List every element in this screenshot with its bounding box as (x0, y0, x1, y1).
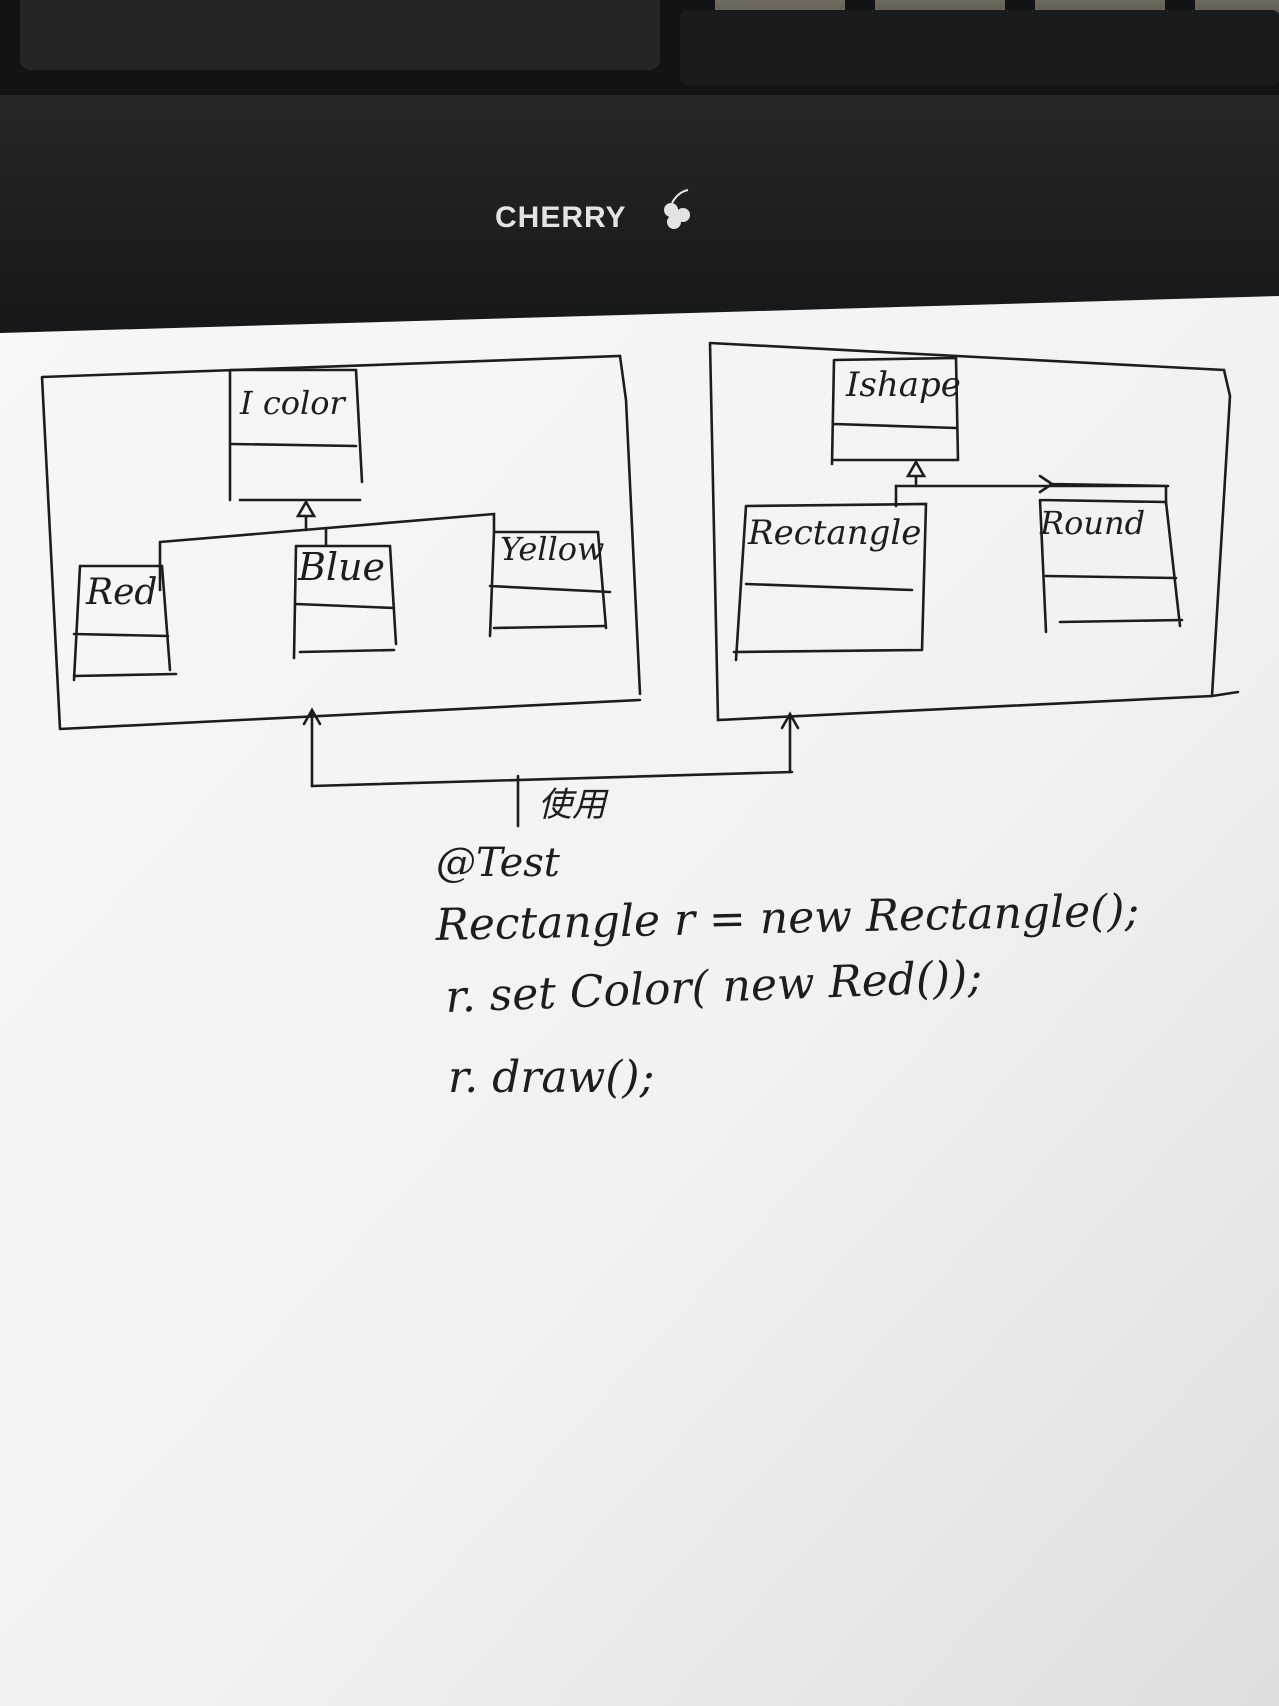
rectangle-label: Rectangle (747, 513, 921, 553)
round-label: Round (1039, 504, 1145, 542)
keycap-row (20, 0, 1279, 85)
red-label: Red (85, 572, 157, 613)
round-class-box (1038, 498, 1184, 634)
cherry-icon (664, 189, 690, 229)
left-group-border (40, 354, 642, 731)
paper-sheet (0, 296, 1279, 1706)
blue-class-box (292, 544, 398, 660)
brand-logo-text: CHERRY (495, 201, 627, 234)
icolor-label: I color (239, 384, 347, 422)
blue-label: Blue (297, 545, 385, 589)
diagram-labels: I color Red Blue Yellow Ishape Rectangle… (85, 365, 1145, 825)
icolor-class-box (228, 368, 364, 502)
usage-connector (310, 770, 794, 828)
usage-relation-label: 使用 (538, 785, 609, 825)
ishape-class-box (830, 356, 960, 466)
left-usage-arrow (302, 707, 322, 788)
inheritance-bus-line (894, 474, 1170, 508)
red-class-box (72, 564, 178, 682)
rectangle-class-box (732, 502, 928, 662)
shape-hierarchy-group (708, 341, 1240, 774)
code-line: r. draw(); (448, 1052, 654, 1103)
right-usage-arrow (780, 711, 800, 774)
yellow-class-box (488, 530, 612, 638)
yellow-label: Yellow (500, 530, 604, 568)
code-line: @Test (436, 840, 561, 886)
ishape-label: Ishape (845, 365, 961, 405)
inheritance-arrowhead (905, 459, 927, 488)
inheritance-arrowhead (295, 499, 317, 532)
right-group-border (708, 341, 1240, 722)
keyboard: CHERRY (0, 0, 1279, 340)
color-hierarchy-group (40, 354, 642, 788)
